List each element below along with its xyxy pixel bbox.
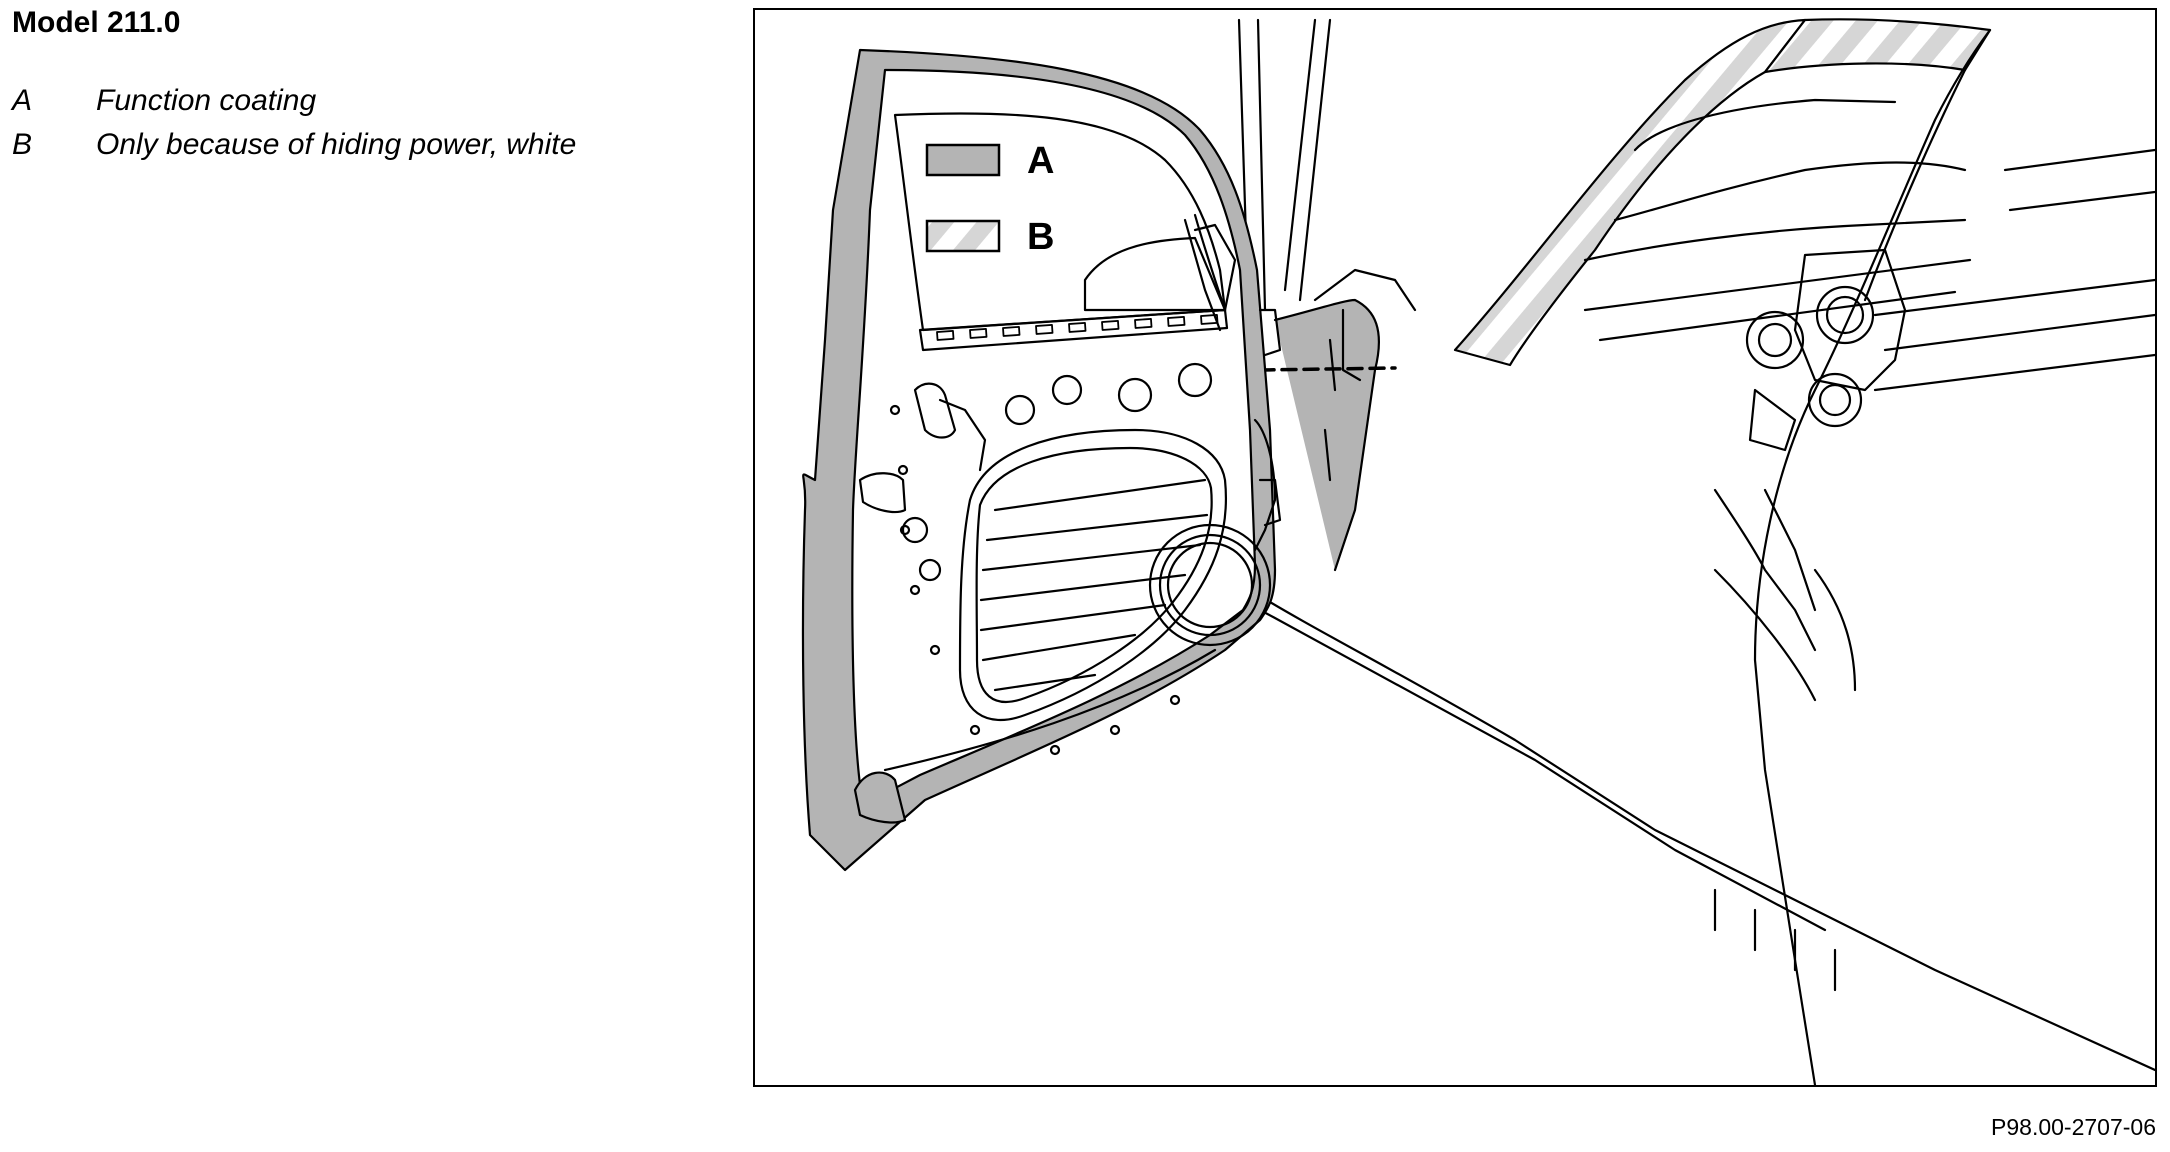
- dashed-reference-line: [1258, 366, 1397, 372]
- roof-hatched: [1763, 18, 1992, 74]
- page-title: Model 211.0: [12, 6, 181, 39]
- swatch-b: [925, 219, 1001, 253]
- legend-item-b: B Only because of hiding power, white: [12, 128, 576, 172]
- figure-caption: P98.00-2707-06: [1991, 1114, 2156, 1140]
- pillar-coated: [1273, 298, 1380, 572]
- legend-text: Function coating: [96, 84, 317, 117]
- legend-item-a: A Function coating: [12, 84, 576, 128]
- door-illustration: A B: [753, 8, 2157, 1087]
- swatch-label-a: A: [1027, 140, 1054, 182]
- windshield-frame: [1753, 28, 1992, 1085]
- legend-key: B: [12, 128, 33, 161]
- swatch-a: [925, 143, 1001, 177]
- swatch-label-b: B: [1027, 216, 1054, 258]
- door-line-drawing: A B: [801, 18, 2155, 1085]
- legend: A Function coating B Only because of hid…: [12, 84, 576, 172]
- a-pillar-hatched: [1453, 18, 1807, 367]
- legend-key: A: [12, 84, 33, 117]
- legend-text: Only because of hiding power, white: [96, 128, 577, 161]
